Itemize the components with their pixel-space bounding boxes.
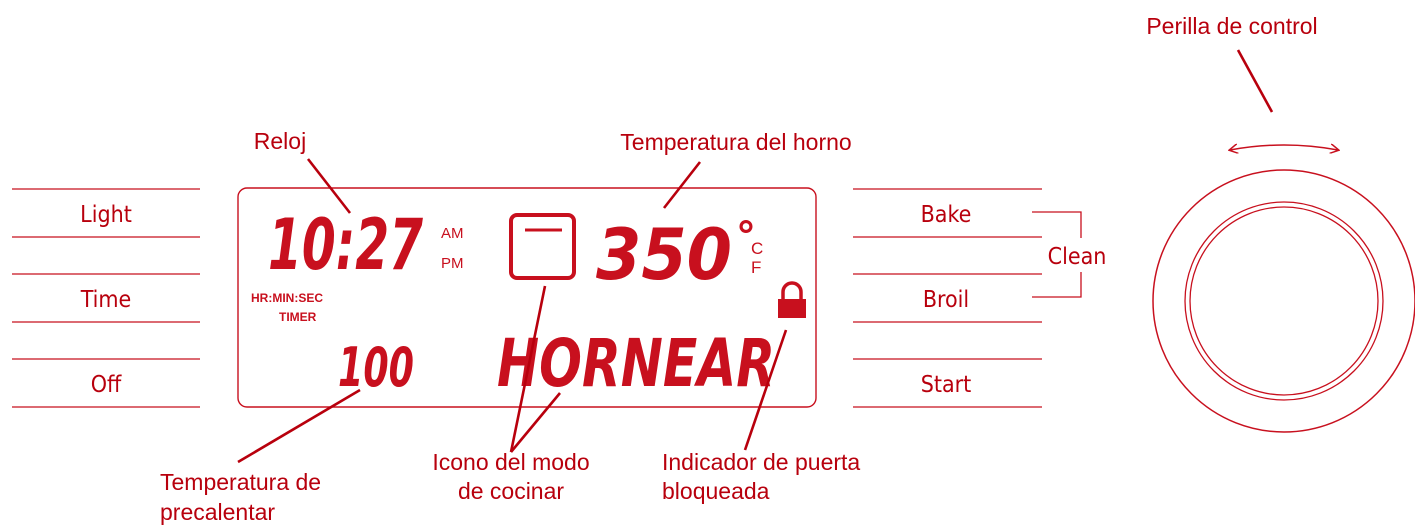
- broil-button[interactable]: Broil: [853, 275, 1042, 321]
- padlock-icon: [778, 281, 806, 318]
- knob-inner-ring: [1184, 201, 1384, 401]
- mode-text: HORNEAR: [497, 325, 775, 402]
- right-button-panel: Bake Broil Start Clean: [853, 188, 1107, 408]
- mode-icon-leader-2: [509, 392, 562, 453]
- callout-labels: Reloj Temperatura del horno Perilla de c…: [160, 13, 1318, 525]
- celsius-indicator: C: [751, 239, 763, 258]
- oven-square-icon: [509, 213, 576, 280]
- lcd-display: 10:27 AM PM HR:MIN:SEC TIMER 100 350 ° C…: [237, 187, 817, 408]
- callout-leaders: [237, 49, 1274, 464]
- callout-oven-temperature: Temperatura del horno: [620, 129, 851, 155]
- left-button-panel: Light Time Off: [12, 188, 200, 408]
- door-lock-leader: [743, 329, 788, 451]
- light-button[interactable]: Light: [12, 190, 200, 236]
- callout-door-lock-line1: Indicador de puerta: [662, 449, 860, 475]
- fahrenheit-indicator: F: [751, 258, 761, 277]
- clean-label: Clean: [1048, 244, 1107, 270]
- callout-control-knob: Perilla de control: [1146, 13, 1317, 39]
- off-button[interactable]: Off: [12, 360, 200, 406]
- mode-icon-leader-1: [509, 285, 547, 453]
- bake-button-label: Bake: [921, 202, 972, 228]
- clock-digits: 10:27: [268, 204, 423, 286]
- callout-door-lock-line2: bloqueada: [662, 478, 770, 504]
- am-indicator: AM: [441, 225, 464, 242]
- light-button-label: Light: [80, 202, 132, 228]
- knob-leader: [1236, 49, 1274, 113]
- hr-min-sec-label: HR:MIN:SEC: [251, 291, 323, 305]
- time-button-label: Time: [80, 287, 132, 313]
- callout-mode-icon-line1: Icono del modo: [432, 449, 589, 475]
- clean-bracket-bottom: [1032, 272, 1082, 298]
- start-button-label: Start: [921, 372, 972, 398]
- clock-leader: [306, 158, 352, 214]
- callout-preheat-line1: Temperatura de: [160, 469, 321, 495]
- clean-bracket-top: [1032, 211, 1082, 238]
- knob-face: [1189, 206, 1379, 396]
- preheat-leader: [237, 388, 361, 464]
- control-knob[interactable]: [1152, 169, 1415, 433]
- off-button-label: Off: [91, 372, 122, 398]
- display-frame: [237, 187, 817, 408]
- callout-clock: Reloj: [254, 128, 306, 154]
- oven-temp-digits: 350: [596, 214, 732, 296]
- callout-mode-icon-line2: de cocinar: [458, 478, 564, 504]
- oven-temp-leader: [662, 161, 702, 209]
- callout-preheat-line2: precalentar: [160, 499, 275, 525]
- preheat-digits: 100: [338, 336, 414, 399]
- bake-button[interactable]: Bake: [853, 190, 1042, 236]
- start-button[interactable]: Start: [853, 360, 1042, 406]
- broil-button-label: Broil: [923, 287, 969, 313]
- degree-symbol: °: [736, 214, 756, 260]
- timer-label: TIMER: [279, 310, 317, 324]
- knob-outer-ring[interactable]: [1152, 169, 1415, 433]
- pm-indicator: PM: [441, 255, 464, 272]
- time-button[interactable]: Time: [12, 275, 200, 321]
- rotate-arrow-icon: [1230, 145, 1338, 150]
